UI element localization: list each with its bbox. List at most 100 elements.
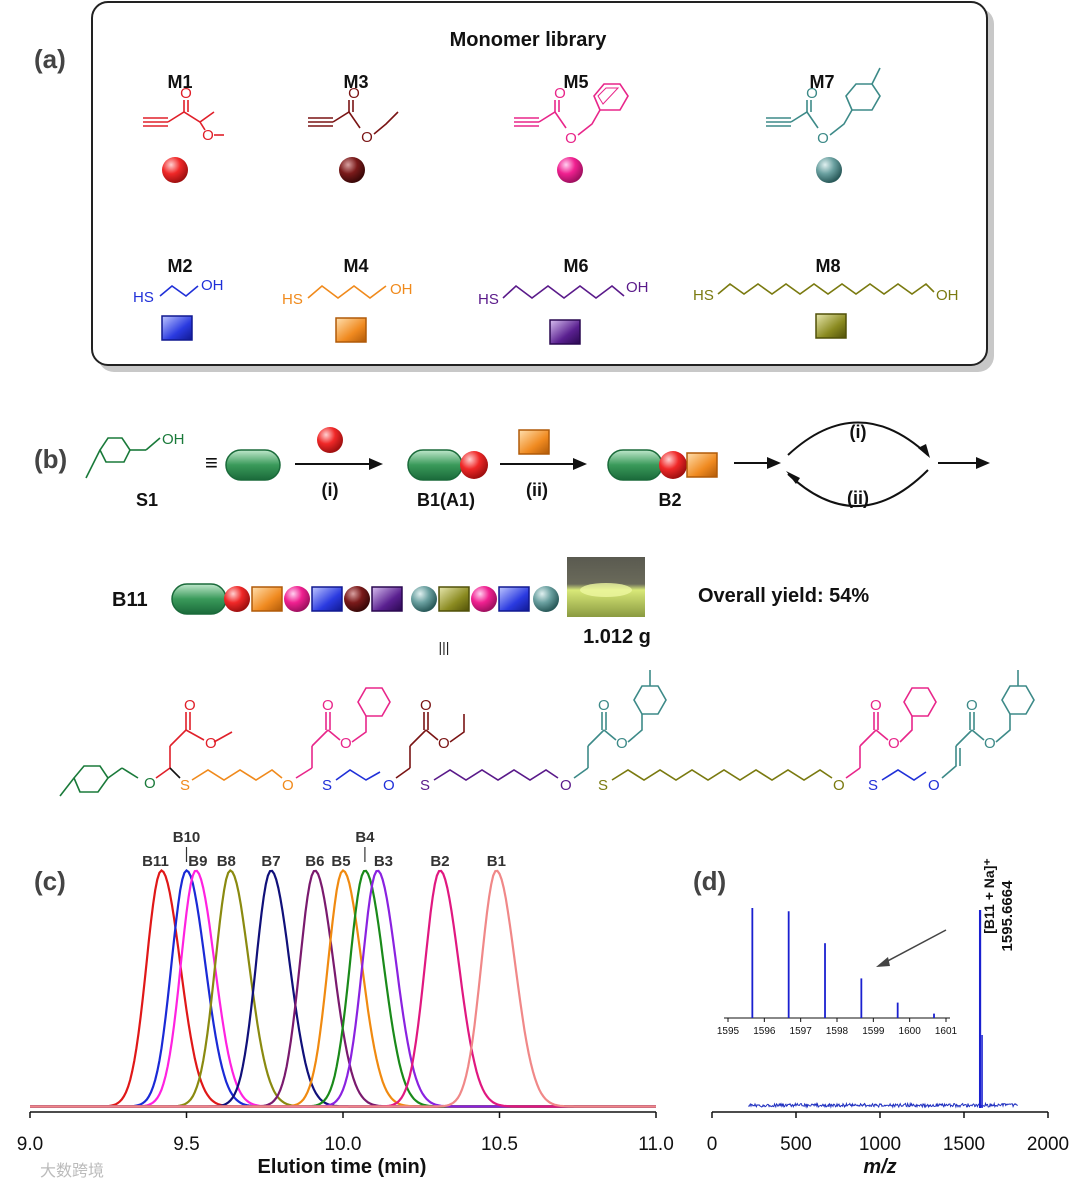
x-tick-label: 10.0 (325, 1134, 362, 1155)
b2-label: B2 (658, 490, 681, 510)
synthesis-scheme: OH S1 ≡ (i) B1(A1) (ii) B2 (i) (ii) B11 (85, 421, 990, 655)
equivalence-symbol: ||| (439, 639, 450, 655)
atom-o: O (565, 130, 577, 147)
atom-s: S (868, 777, 878, 794)
peak-label-b9: B9 (188, 853, 207, 870)
atom-o: O (144, 775, 156, 792)
atom-oh: OH (626, 279, 649, 296)
thiol-cube-icon (686, 452, 718, 478)
x-axis-title: m/z (863, 1156, 896, 1178)
b11-unit-m2 (311, 586, 343, 612)
inset-tick-label: 1597 (790, 1026, 813, 1037)
thiol-cube-icon (549, 319, 581, 345)
x-tick-label: 0 (707, 1134, 718, 1155)
atom-o: O (928, 777, 940, 794)
monomer-library-panel: Monomer library M1 O O M3 O O M5 (91, 1, 994, 372)
peak-label-b6: B6 (305, 853, 324, 870)
atom-oh: OH (390, 281, 413, 298)
x-tick-label: 1500 (943, 1134, 985, 1155)
atom-sh: HS (282, 291, 303, 308)
monomer-m3: M3 O O (308, 72, 399, 183)
monomer-name: M5 (563, 72, 588, 92)
atom-oh: OH (936, 287, 959, 304)
panel-label-a: (a) (34, 44, 66, 74)
x-tick-label: 11.0 (638, 1134, 674, 1155)
atom-s: S (180, 777, 190, 794)
inset-pointer-arrow (881, 929, 947, 965)
cycle-arc-top (787, 421, 929, 456)
monomer-name: M8 (815, 256, 840, 276)
atom-o: O (984, 735, 996, 752)
peak-label-b11: B11 (142, 853, 169, 870)
atom-s: S (322, 777, 332, 794)
atom-o: O (966, 697, 978, 714)
b11-unit-m5 (471, 586, 497, 612)
atom-o: O (420, 697, 432, 714)
watermark: 大数跨境 (40, 1161, 104, 1180)
peak-label-b4: B4 (355, 829, 375, 846)
monomer-name: M1 (167, 72, 192, 92)
monomer-m2: M2 HS OH (133, 256, 224, 341)
peak-label-b2: B2 (430, 853, 449, 870)
monomer-m4: M4 HS OH (282, 256, 413, 343)
x-tick-label: 2000 (1027, 1134, 1069, 1155)
peak-label-b3: B3 (374, 853, 393, 870)
arrow-head-icon (786, 471, 800, 484)
atom-o: O (184, 697, 196, 714)
step-ii-label: (ii) (526, 480, 548, 500)
thiol-cube-icon (335, 317, 367, 343)
atom-o: O (438, 735, 450, 752)
trace-b8 (30, 869, 656, 1108)
trace-b6 (30, 869, 656, 1108)
cycle-step-ii: (ii) (847, 488, 869, 508)
thiol-cube-icon (815, 313, 847, 339)
peak-label-b7: B7 (261, 853, 280, 870)
step-i-label: (i) (322, 480, 339, 500)
baseline-noise (748, 1101, 1018, 1109)
trace-b4 (30, 869, 656, 1108)
atom-o: O (888, 735, 900, 752)
arrow-head-icon (369, 458, 383, 470)
monomer-name: M3 (343, 72, 368, 92)
monomer-m1: M1 O O (143, 72, 224, 183)
atom-o: O (205, 735, 217, 752)
panel-label-c: (c) (34, 866, 66, 896)
trace-b1 (30, 869, 656, 1108)
peak-label-b8: B8 (217, 853, 236, 870)
b11-chemical-structure: O O O S O O O S O (59, 670, 1035, 797)
peak-label-b10: B10 (173, 829, 201, 846)
atom-o: O (322, 697, 334, 714)
atom-o: O (806, 85, 818, 102)
inset-tick-label: 1596 (753, 1026, 776, 1037)
cycle-step-i: (i) (850, 422, 867, 442)
b11-unit-m5 (284, 586, 310, 612)
thiol-cube-icon (518, 429, 550, 455)
x-tick-label: 9.5 (173, 1134, 199, 1155)
x-tick-label: 500 (780, 1134, 812, 1155)
arrow-head-icon (918, 444, 930, 458)
arrow-head-icon (876, 957, 890, 967)
product-mass: 1.012 g (583, 626, 651, 648)
monomer-m5: M5 O O (514, 72, 629, 183)
trace-b5 (30, 869, 656, 1108)
trace-b10 (30, 869, 656, 1108)
b1-label: B1(A1) (417, 490, 475, 510)
atom-o: O (554, 85, 566, 102)
atom-o: O (598, 697, 610, 714)
inset-tick-label: 1599 (862, 1026, 885, 1037)
b11-unit-m7 (533, 586, 559, 612)
trace-b3 (30, 869, 656, 1108)
initiator-capsule-icon (225, 449, 281, 481)
spectrum-peaks (748, 910, 1018, 1109)
inset-tick-label: 1600 (899, 1026, 922, 1037)
panel-label-d: (d) (693, 866, 726, 896)
monomer-name: M6 (563, 256, 588, 276)
x-axis-title: Elution time (min) (258, 1156, 427, 1178)
b11-unit-m7 (411, 586, 437, 612)
b11-unit-m8 (438, 586, 470, 612)
s1-label: S1 (136, 490, 158, 510)
cycle-arc-bottom (787, 469, 929, 507)
monomer-name: M4 (343, 256, 368, 276)
x-tick-label: 9.0 (17, 1134, 43, 1155)
